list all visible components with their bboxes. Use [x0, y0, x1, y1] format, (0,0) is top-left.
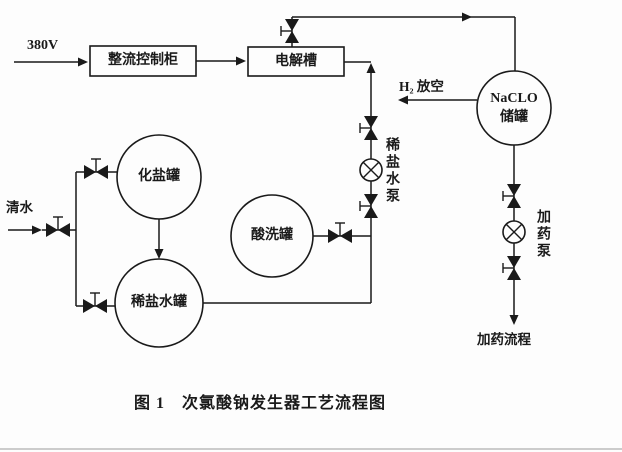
pump-icon [359, 158, 383, 182]
arrowhead-icon [398, 95, 408, 105]
arrowhead-icon [366, 63, 376, 73]
valve-icon [280, 19, 299, 43]
valve-icon [83, 292, 107, 313]
arrowhead-icon [236, 56, 246, 66]
h2-vent-line [398, 95, 477, 105]
water-label: 清水 [6, 200, 33, 215]
dosing-pump-label: 加药泵 [535, 209, 550, 260]
electrolyzer-box-label: 电解槽 [275, 54, 317, 69]
acid-tank-label: 酸洗罐 [251, 228, 293, 243]
valve-icon [328, 222, 352, 243]
arrowhead-icon [32, 225, 42, 235]
dosing-flow-label: 加药流程 [477, 332, 531, 347]
valve-icon [502, 184, 521, 208]
pump-icon [502, 220, 526, 244]
power-label: 380V [27, 38, 59, 53]
salt-tank [116, 134, 202, 220]
valve-icon [502, 256, 521, 280]
naclo-tank-label-line1: NaCLO [490, 91, 538, 106]
rectifier-box [89, 45, 197, 77]
salt-tank-label: 化盐罐 [138, 169, 180, 184]
arrowhead-icon [462, 12, 472, 22]
arrowhead-icon [78, 57, 88, 67]
brine-tank-label: 稀盐水罐 [131, 295, 187, 310]
clean-water-line [8, 171, 117, 307]
h2-vent-label: H₂ 放空 [399, 79, 444, 94]
electrolyzer-box [247, 46, 345, 77]
brine-riser-line [203, 61, 376, 304]
naclo-tank [476, 70, 552, 146]
arrowhead-icon [154, 249, 164, 259]
valve-icon [46, 216, 70, 237]
valve-icon [84, 158, 108, 179]
salt-to-brine-line [154, 219, 164, 259]
valve-icon [359, 116, 378, 140]
power-feed-line [14, 57, 88, 67]
figure-caption: 图 1 次氯酸钠发生器工艺流程图 [133, 395, 386, 412]
brine-tank [114, 258, 204, 348]
valve-icon [359, 194, 378, 218]
arrowhead-icon [509, 315, 519, 325]
rectifier-to-electrolyzer-line [196, 56, 246, 66]
rectifier-box-label: 整流控制柜 [108, 53, 178, 68]
brine-pump-label: 稀盐水泵 [384, 137, 399, 205]
naclo-tank-label-line2: 储罐 [500, 110, 528, 125]
acid-tank [230, 194, 314, 278]
